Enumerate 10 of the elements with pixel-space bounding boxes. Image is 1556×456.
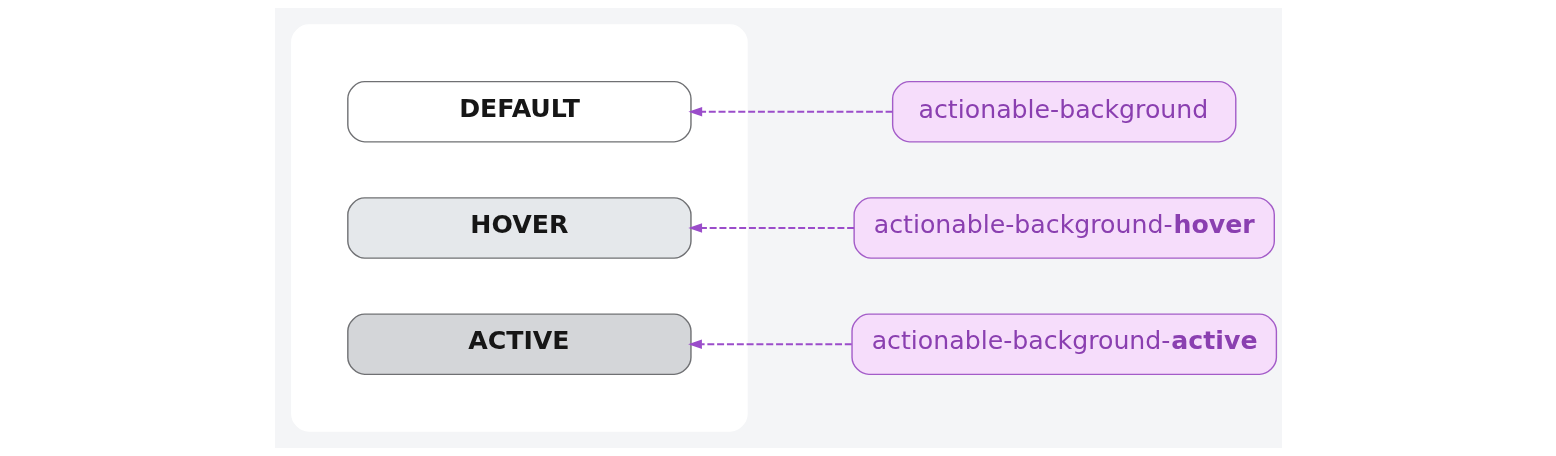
node-box: actionable-background [891, 80, 1236, 143]
node-box: DEFAULT [346, 80, 692, 143]
arrow [687, 106, 893, 117]
node-box: actionable-background-hover [852, 197, 1275, 259]
node-box: ACTIVE [346, 313, 692, 376]
arrow [687, 339, 853, 350]
node-box: HOVER [346, 197, 692, 259]
arrow [687, 223, 855, 233]
node-box: actionable-background-active [850, 313, 1277, 376]
cluster [290, 24, 748, 432]
